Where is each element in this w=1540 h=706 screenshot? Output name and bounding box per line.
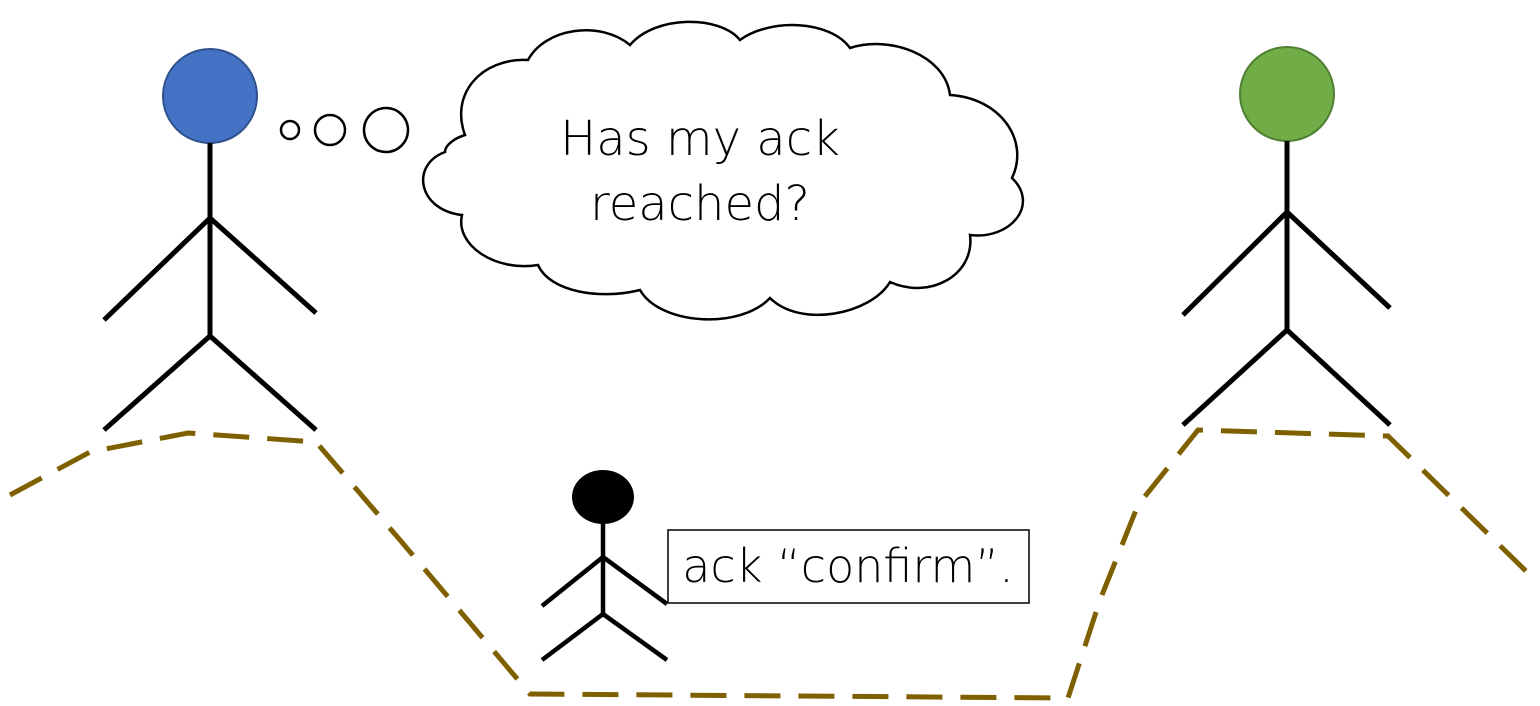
thought-bubbles <box>281 108 408 152</box>
thought-text-line2: reached? <box>590 176 810 232</box>
left-person-head <box>163 49 257 143</box>
messenger-arm-left <box>542 557 603 606</box>
left-person-arm-right <box>210 218 316 313</box>
thought-dot-small <box>281 121 299 139</box>
thought-dot-medium <box>315 115 345 145</box>
thought-cloud: Has my ack reached? <box>423 22 1023 320</box>
right-person-head <box>1240 47 1334 141</box>
messenger-arm-right <box>603 557 667 604</box>
messenger-leg-right <box>603 614 667 660</box>
messenger-person <box>542 470 667 660</box>
right-person-arm-left <box>1183 212 1287 315</box>
thought-text-line1: Has my ack <box>560 111 840 167</box>
message-box: ack “confirm”. <box>668 530 1029 603</box>
messenger-leg-left <box>542 614 603 660</box>
right-person-arm-right <box>1287 212 1390 308</box>
left-person-leg-right <box>210 336 316 430</box>
thought-dot-large <box>364 108 408 152</box>
right-person-leg-right <box>1287 330 1390 425</box>
left-person-leg-left <box>104 336 210 430</box>
right-person <box>1183 47 1390 425</box>
right-person-leg-left <box>1183 330 1287 425</box>
message-text: ack “confirm”. <box>682 539 1014 593</box>
left-person <box>104 49 316 430</box>
thought-cloud-shape <box>423 22 1023 320</box>
left-person-arm-left <box>104 218 210 320</box>
messenger-head <box>572 470 634 524</box>
